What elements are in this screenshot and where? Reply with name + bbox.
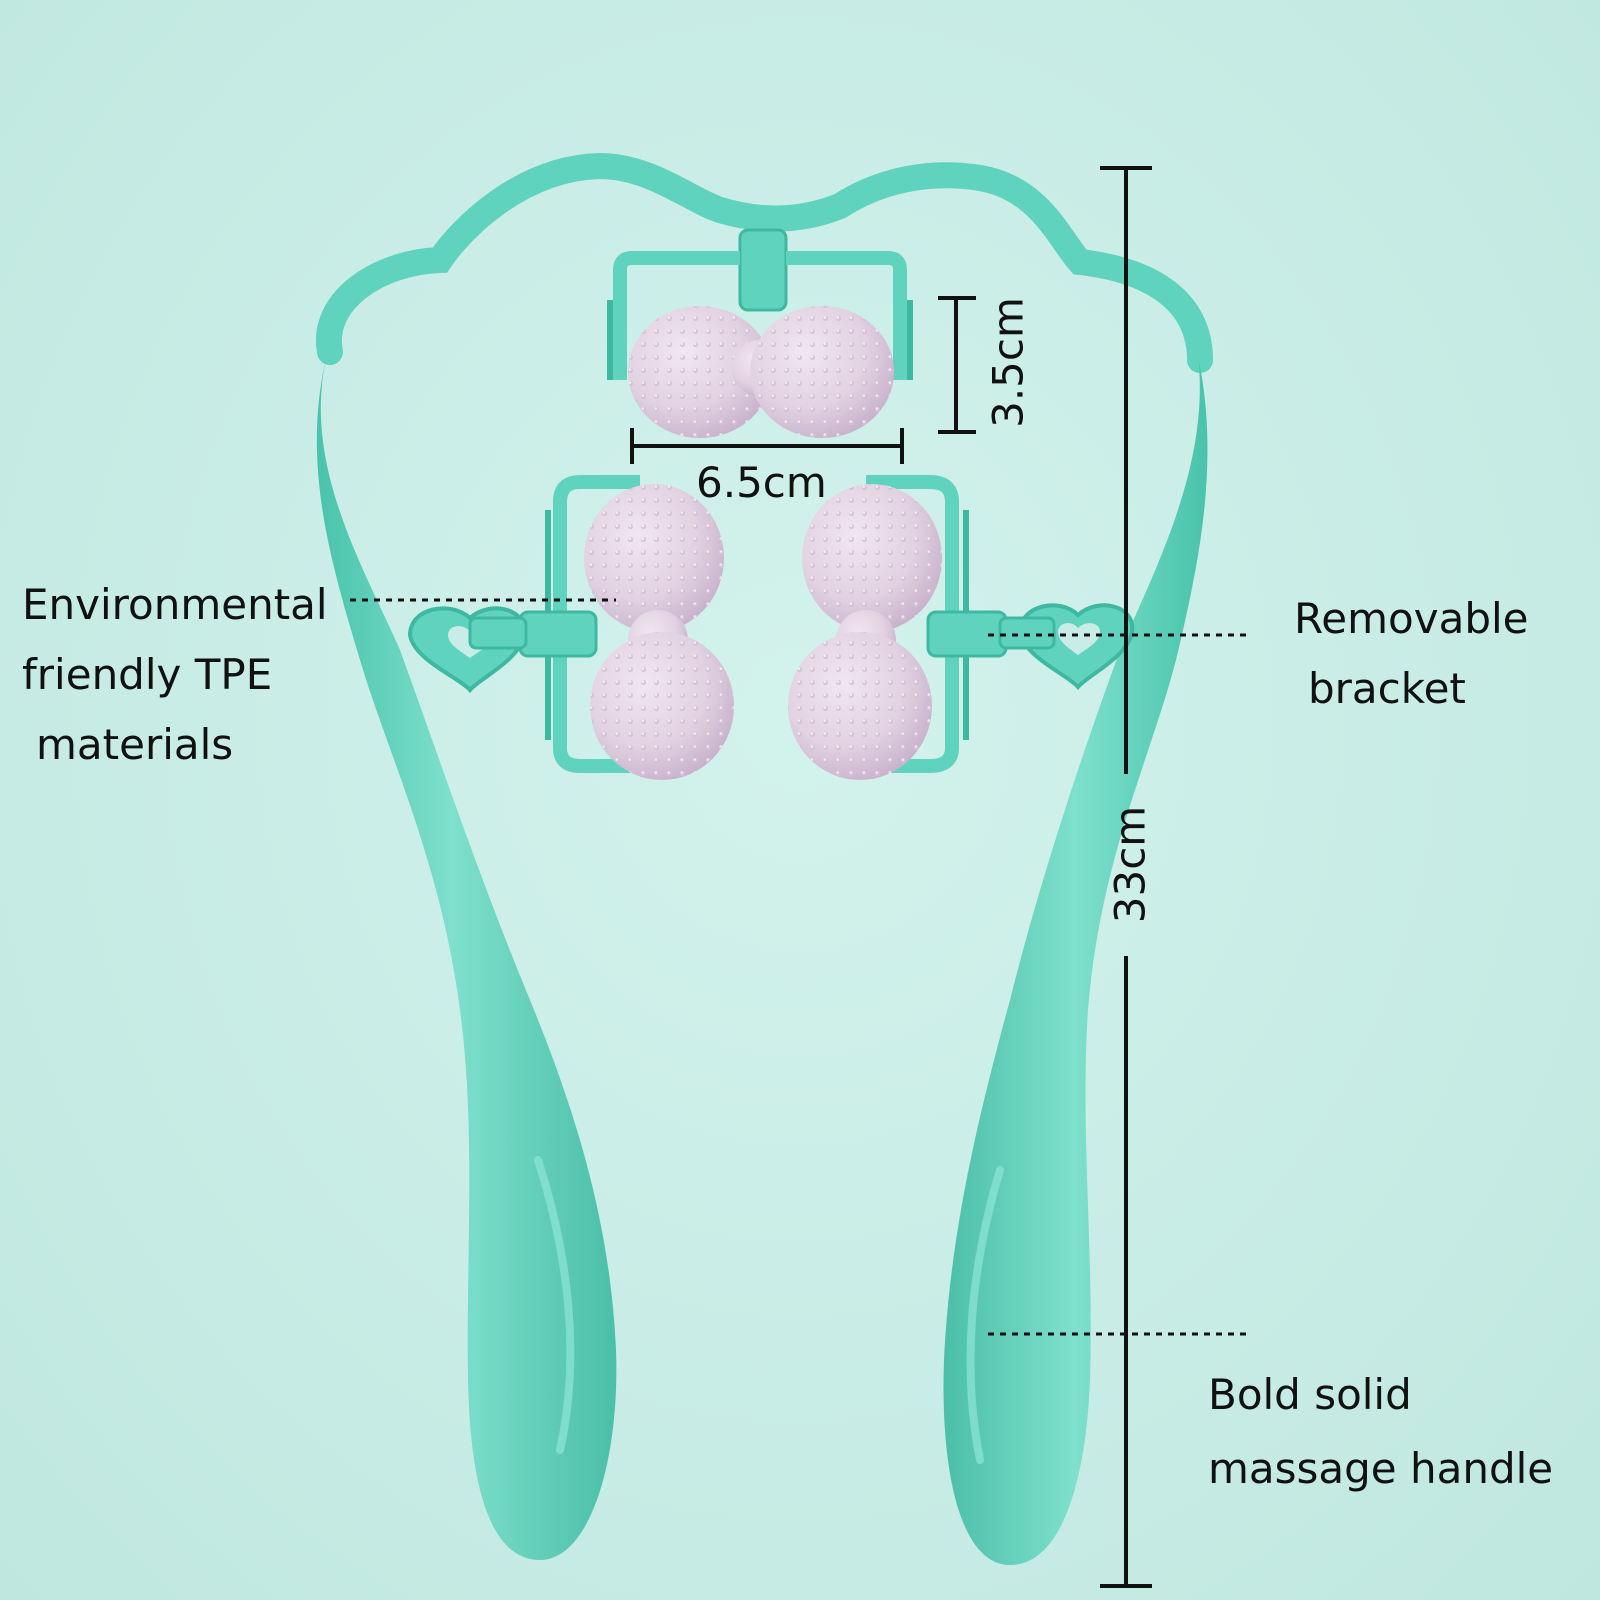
handle-callout: Bold solid massage handle [1208, 1358, 1553, 1506]
total-length-dimension-label: 33cm [1105, 805, 1155, 924]
width-dimension-line [630, 428, 904, 464]
leader-lines [350, 598, 1252, 1336]
top-roller-bracket [607, 228, 913, 380]
material-callout-line-3: materials [36, 720, 234, 769]
top-roller-balls [628, 306, 894, 438]
handle-callout-line-1: Bold solid [1208, 1370, 1412, 1419]
height-dimension-label: 3.5cm [983, 297, 1033, 428]
right-roller-balls [788, 484, 942, 780]
bracket-callout-line-1: Removable [1294, 594, 1529, 643]
right-arm [943, 356, 1208, 1565]
handle-callout-line-2: massage handle [1208, 1444, 1554, 1493]
left-roller-balls [584, 484, 734, 780]
bracket-callout-line-2: bracket [1308, 664, 1466, 713]
height-dimension-line [938, 296, 976, 434]
left-roller-bracket [468, 475, 680, 773]
right-roller-bracket [832, 475, 1056, 773]
total-length-dimension-line [1100, 166, 1152, 1588]
width-dimension-label: 6.5cm [696, 458, 827, 507]
material-callout: Environmental friendly TPE materials [22, 570, 328, 780]
left-arm [316, 350, 617, 1560]
frame-top [315, 152, 1213, 373]
material-callout-line-2: friendly TPE [22, 650, 273, 699]
material-callout-line-1: Environmental [22, 580, 328, 629]
bracket-callout: Removable bracket [1294, 584, 1529, 724]
